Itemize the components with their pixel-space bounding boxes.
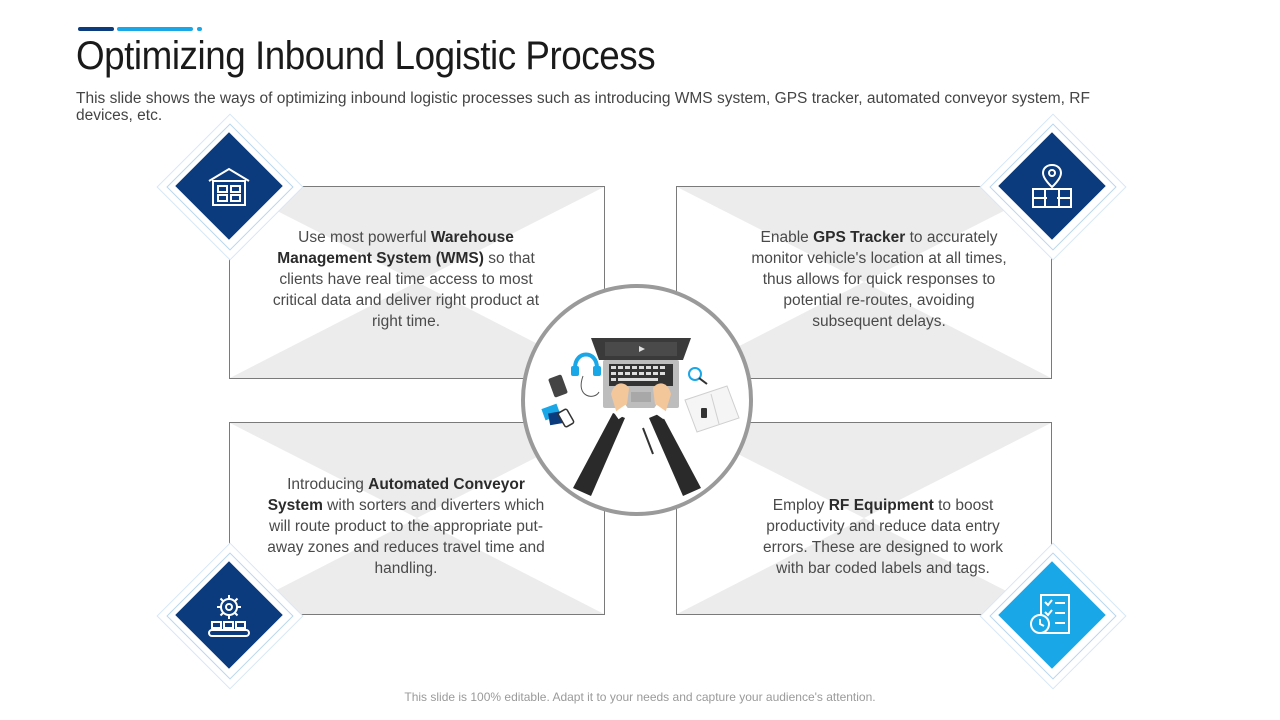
footer-note: This slide is 100% editable. Adapt it to…	[404, 690, 876, 704]
gear-conveyor-icon	[208, 595, 250, 637]
laptop-workspace-illustration	[541, 338, 740, 496]
conveyor-diamond-badge	[166, 552, 294, 680]
wms-card-text: Use most powerful Warehouse Management S…	[272, 229, 540, 330]
wms-diamond-badge	[166, 123, 294, 251]
conveyor-card-text: Introducing Automated Conveyor System wi…	[267, 476, 545, 577]
title-accent-bar-light	[117, 27, 193, 31]
rf-card-text: Employ RF Equipment to boost productivit…	[762, 497, 1004, 577]
title-accent-dot	[197, 27, 202, 31]
card-shading	[677, 423, 1051, 614]
rf-card: Employ RF Equipment to boost productivit…	[676, 422, 1052, 615]
conveyor-card: Introducing Automated Conveyor System wi…	[229, 422, 605, 615]
wms-card: Use most powerful Warehouse Management S…	[229, 186, 605, 379]
gps-card-text: Enable GPS Tracker to accurately monitor…	[751, 229, 1007, 330]
rf-diamond-badge	[989, 552, 1117, 680]
title-accent-bar-dark	[78, 27, 114, 31]
center-laptop-illustration	[521, 284, 753, 516]
card-shading	[677, 187, 1051, 378]
checklist-clock-icon	[1030, 594, 1070, 634]
page-title: Optimizing Inbound Logistic Process	[76, 34, 656, 78]
card-shading	[230, 187, 604, 378]
gps-diamond-badge	[989, 123, 1117, 251]
gps-map-pin-icon	[1032, 163, 1072, 208]
gps-card: Enable GPS Tracker to accurately monitor…	[676, 186, 1052, 379]
card-shading	[230, 423, 604, 614]
warehouse-icon	[208, 167, 250, 206]
page-subtitle: This slide shows the ways of optimizing …	[76, 90, 1090, 124]
